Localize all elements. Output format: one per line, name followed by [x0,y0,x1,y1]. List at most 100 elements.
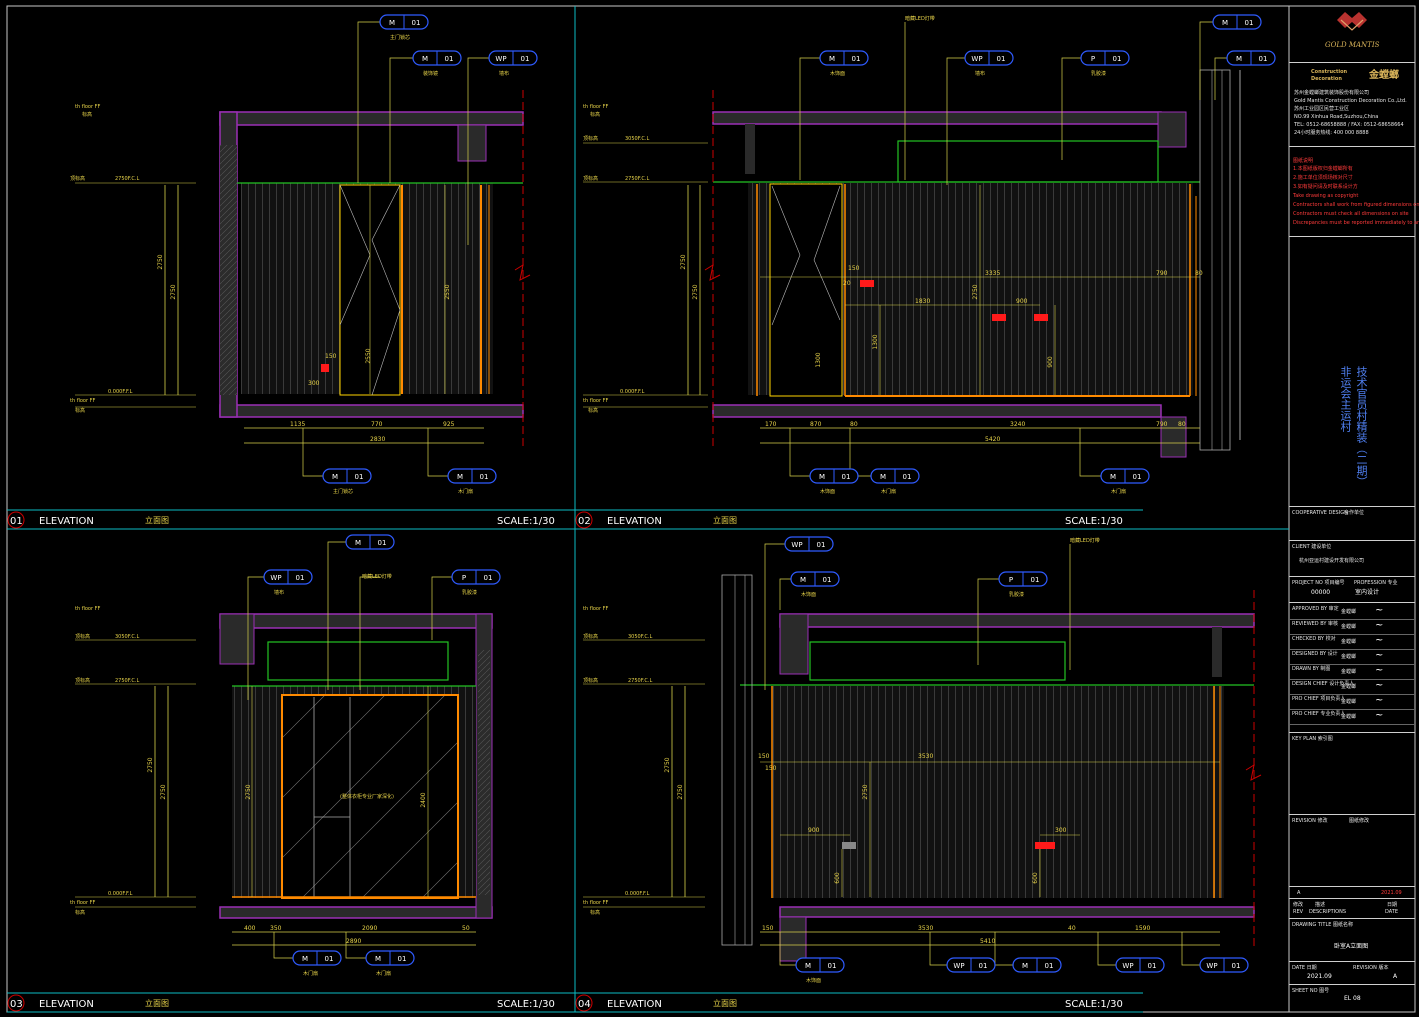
approval-role: DRAWN BY 制图 [1292,666,1331,672]
approval-name: 金螳螂 [1341,699,1357,705]
company-address-line: NO.99 Xinhua Road,Suzhou,China [1294,114,1379,120]
material-tag: M 01 木饰面 [809,468,859,495]
material-tag-note: 主门锁芯 [333,488,353,495]
material-tag-note: 木门扇 [458,488,473,495]
dim-text: 2090 [362,925,377,932]
elevation-02 [583,21,1241,477]
date-value: 2021.09 [1307,973,1332,980]
dim-text-vertical: 2400 [420,792,427,807]
project-no-label: PROJECT NO 项目编号 [1292,580,1345,586]
signature-mark: ~ [1375,665,1384,676]
dim-text: 300 [308,380,320,387]
material-tag-code: M [819,473,825,481]
dim-text: 50 [462,925,470,932]
material-tag-code: M [1110,473,1116,481]
rev-head-en-1: REV [1293,909,1304,915]
client-label: CLIENT 建设单位 [1292,544,1332,550]
level-label: th floor FF [75,104,101,110]
material-tag-number: 01 [828,962,837,970]
level-note: 标高 [75,407,85,414]
material-tag-number: 01 [842,473,851,481]
level-note: 顶标高 [583,633,598,640]
dim-text-vertical: 2550 [444,284,451,299]
signature-mark: ~ [1375,680,1384,691]
level-note: 标高 [590,111,600,118]
title-block: GOLD MANTIS Construction Decoration 金螳螂 … [1289,6,1419,1012]
notes-title: 图纸说明 [1293,158,1314,164]
material-tag-note: 木饰面 [806,977,821,984]
approval-role: CHECKED BY 校对 [1292,636,1336,642]
material-tag-code: WP [1206,962,1217,970]
signature-mark: ~ [1375,695,1384,706]
material-tag-code: M [1222,19,1228,27]
material-tag-code: WP [270,574,281,582]
material-tag-note: 装饰镜 [423,70,438,77]
material-tag-note: 墙布 [499,70,509,77]
material-tag-code: M [355,539,361,547]
rev-head-3: 日期 [1387,902,1398,908]
level-value: 2750F.C.L [625,176,649,182]
material-tag-number: 01 [1113,55,1122,63]
company-address-line: 24小时服务热线: 400 000 8888 [1294,130,1369,136]
material-tag-note: 木饰面 [820,488,835,495]
dim-text: 900 [808,827,820,834]
dim-text: 3240 [1010,421,1025,428]
material-tag-number: 01 [484,574,493,582]
material-tag-code: M [422,55,428,63]
company-en2: Decoration [1311,76,1342,82]
revision-value: 图纸修改 [1349,818,1370,824]
approval-role: PRO CHIEF 专业负责人 [1292,711,1346,717]
material-tag-number: 01 [1031,576,1040,584]
revision-no-label: REVISION 版本 [1353,965,1389,971]
approval-name: 金螳螂 [1341,639,1357,645]
company-address-line: 苏州金螳螂建筑装饰股份有限公司 [1294,90,1370,96]
material-tag-number: 01 [823,576,832,584]
gold-mantis-logo [1337,12,1367,31]
dim-text: 870 [810,421,822,428]
level-note: 标高 [588,407,598,414]
material-tag-code: M [389,19,395,27]
drawing-note-line: Discrepancies must be reported immediate… [1293,220,1419,226]
level-note: 顶标高 [583,135,598,142]
approval-role: REVIEWED BY 审核 [1292,621,1339,627]
dim-text-vertical: 1300 [872,334,879,349]
dim-text: 1135 [290,421,305,428]
company-address-line: Gold Mantis Construction Decoration Co.,… [1294,98,1407,104]
level-note: 标高 [82,111,92,118]
material-tag-code: P [462,574,466,582]
approval-role: PRO CHIEF 项目负责人 [1292,696,1346,702]
drawing-title-value: 卧室A立面图 [1334,943,1369,950]
company-address-line: 苏州工业园区民营工业区 [1294,106,1350,112]
dim-text: 150 [762,925,774,932]
dim-text-vertical: 900 [1047,356,1054,368]
dim-text-vertical: 2750 [245,784,252,799]
dim-text: 3335 [985,270,1000,277]
drawing-note-line: 1.本图纸版权归金螳螂所有 [1293,166,1353,172]
dim-text: 770 [371,421,383,428]
level-value: 3050F.C.L [628,634,652,640]
led-note: 暗藏LED灯带 [905,15,935,22]
client-value: 杭州亚运村建设开发有限公司 [1299,558,1365,564]
profession-value: 室内设计 [1355,589,1380,596]
approval-name: 金螳螂 [1341,669,1357,675]
dim-text: 350 [270,925,282,932]
dim-text: 790 [1156,270,1168,277]
dim-text-vertical: 2750 [157,254,164,269]
rev-head-en-3: DATE [1385,909,1399,915]
approval-role: DESIGN CHIEF 设计负责人 [1292,681,1355,687]
rev-head-2: 描述 [1315,902,1326,908]
dim-text: 3530 [918,925,933,932]
signature-mark: ~ [1375,620,1384,631]
level-label: th floor FF [583,398,609,404]
dim-text: 40 [1068,925,1076,932]
view-title-cn: 立面图 [713,998,737,1008]
dim-text-vertical: 2750 [692,284,699,299]
